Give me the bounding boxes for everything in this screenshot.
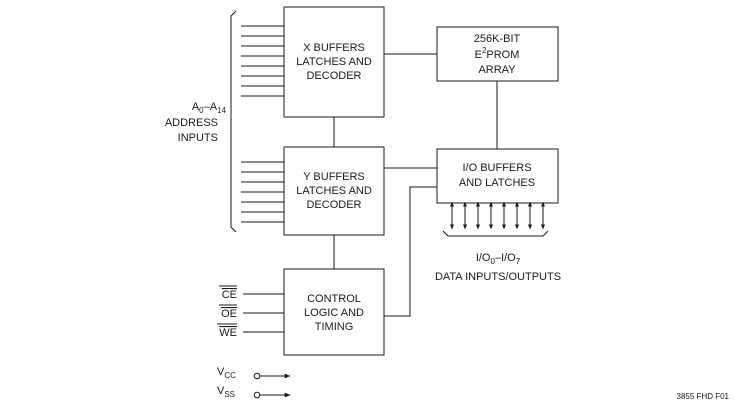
data-io-bracket <box>442 230 549 237</box>
io-buffers-block <box>436 148 559 204</box>
array-line1: 256K-BIT <box>474 33 521 45</box>
control-line3: TIMING <box>315 321 354 333</box>
vss-label: VSS <box>217 385 235 399</box>
io-buffers-line1: I/O BUFFERS <box>462 162 531 174</box>
data-io-label: DATA INPUTS/OUTPUTS <box>435 271 561 283</box>
y-buffers-line1: Y BUFFERS <box>303 171 365 183</box>
y-buffers-line3: DECODER <box>306 199 361 211</box>
y-buffers-block <box>283 146 385 236</box>
control-logic-block <box>283 268 385 356</box>
figure-id: 3855 FHD F01 <box>677 392 730 401</box>
ce-label: CE <box>222 289 237 301</box>
inputs-label: INPUTS <box>178 132 218 144</box>
interconnect-wires <box>333 53 498 317</box>
x-buffers-line1: X BUFFERS <box>303 42 365 54</box>
x-buffers-line2: LATCHES AND <box>296 56 372 68</box>
vcc-pin-icon <box>253 372 261 380</box>
array-line2: E2PROM <box>475 46 520 61</box>
address-bracket <box>230 10 237 233</box>
io-range-label: I/O0–I/O7 <box>476 252 521 266</box>
y-address-lines <box>241 161 284 223</box>
y-buffers-line2: LATCHES AND <box>296 185 372 197</box>
address-label: ADDRESS <box>165 117 218 129</box>
array-line3: ARRAY <box>478 64 516 76</box>
control-overlines <box>217 285 237 325</box>
x-buffers-block <box>283 6 385 118</box>
oe-label: OE <box>221 308 237 320</box>
eeprom-array-block <box>436 26 559 82</box>
io-buffers-line2: AND LATCHES <box>459 177 535 189</box>
data-io-arrows <box>450 201 545 230</box>
control-input-lines <box>243 293 284 333</box>
vss-pin-icon <box>253 391 261 399</box>
vcc-label: VCC <box>217 366 236 380</box>
control-line1: CONTROL <box>307 293 361 305</box>
address-inputs-label: A0–A14 <box>192 101 227 115</box>
x-buffers-line3: DECODER <box>306 70 361 82</box>
x-address-lines <box>241 25 284 97</box>
we-label: WE <box>219 327 237 339</box>
control-line2: LOGIC AND <box>304 307 364 319</box>
